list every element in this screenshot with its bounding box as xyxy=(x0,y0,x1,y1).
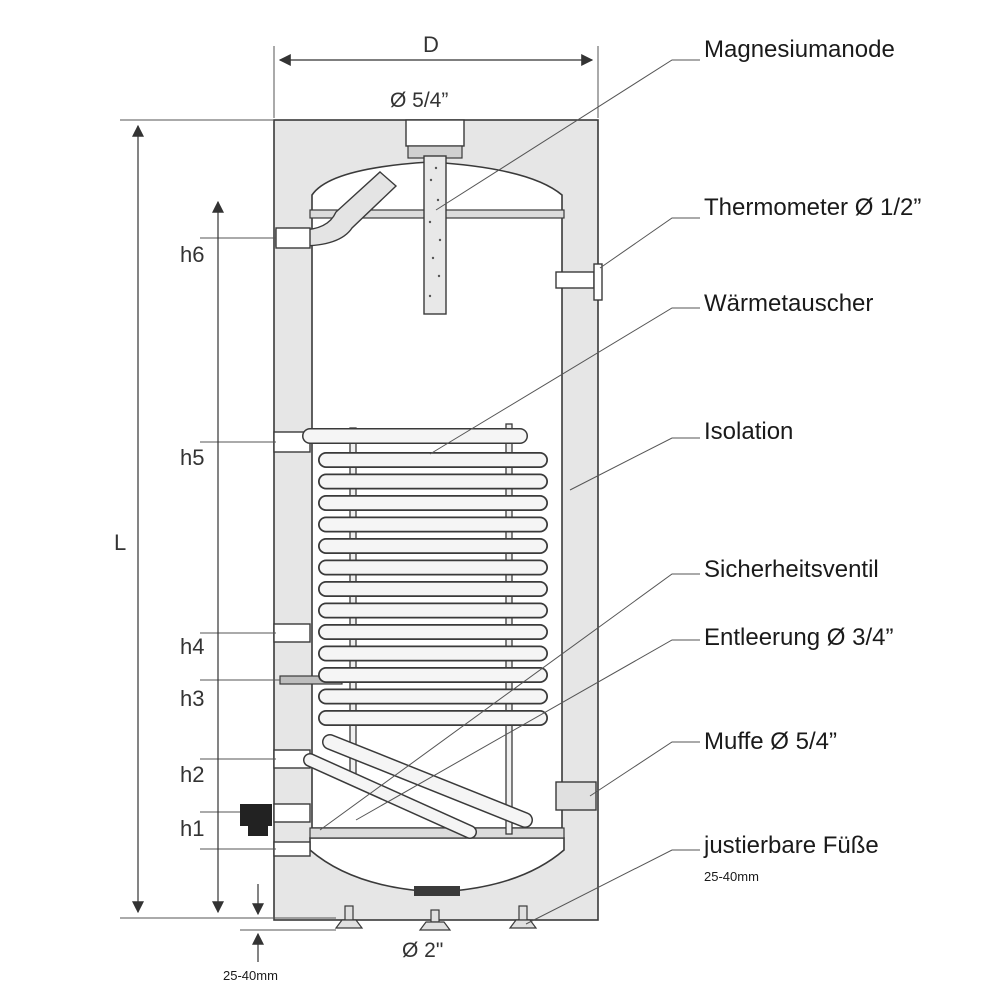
callout-thermometer: Thermometer Ø 1/2” xyxy=(704,194,922,221)
height-label-h2: h2 xyxy=(180,762,205,787)
callout-justierbare-fuesse: justierbare Füße xyxy=(704,832,879,859)
callout-muffe: Muffe Ø 5/4” xyxy=(704,728,837,755)
height-label-h3: h3 xyxy=(180,686,205,711)
muffe-socket xyxy=(555,781,597,811)
tank-bottom-band xyxy=(309,827,565,839)
dimension-l-label: L xyxy=(114,530,127,555)
magnesium-anode xyxy=(423,155,447,315)
top-socket xyxy=(405,119,465,147)
safety-valve xyxy=(240,804,272,826)
callout-sicherheitsventil: Sicherheitsventil xyxy=(704,556,879,583)
coil-loops xyxy=(318,452,548,726)
top-connection-label: Ø 5/4” xyxy=(390,89,449,112)
thermometer-socket xyxy=(555,271,595,289)
outlet-pipe xyxy=(275,171,398,247)
height-label-h6: h6 xyxy=(180,242,205,267)
callout-waermetauscher: Wärmetauscher xyxy=(704,290,874,317)
bottom-connection-label: Ø 2" xyxy=(402,939,444,962)
callout-leaders xyxy=(319,59,700,925)
height-label-h1: h1 xyxy=(180,816,205,841)
callout-magnesiumanode: Magnesiumanode xyxy=(704,36,895,63)
height-label-h4: h4 xyxy=(180,634,205,659)
callout-justierbare-fuesse-sub: 25-40mm xyxy=(704,869,759,884)
callout-isolation: Isolation xyxy=(704,418,794,445)
coil-return xyxy=(303,734,533,839)
height-label-h5: h5 xyxy=(180,445,205,470)
adjustable-feet xyxy=(334,905,538,931)
drain-pipe xyxy=(414,886,460,896)
dimension-d-label: D xyxy=(423,32,439,57)
callout-entleerung: Entleerung Ø 3/4” xyxy=(704,624,894,651)
foot-adjust-label: 25-40mm xyxy=(223,968,278,983)
